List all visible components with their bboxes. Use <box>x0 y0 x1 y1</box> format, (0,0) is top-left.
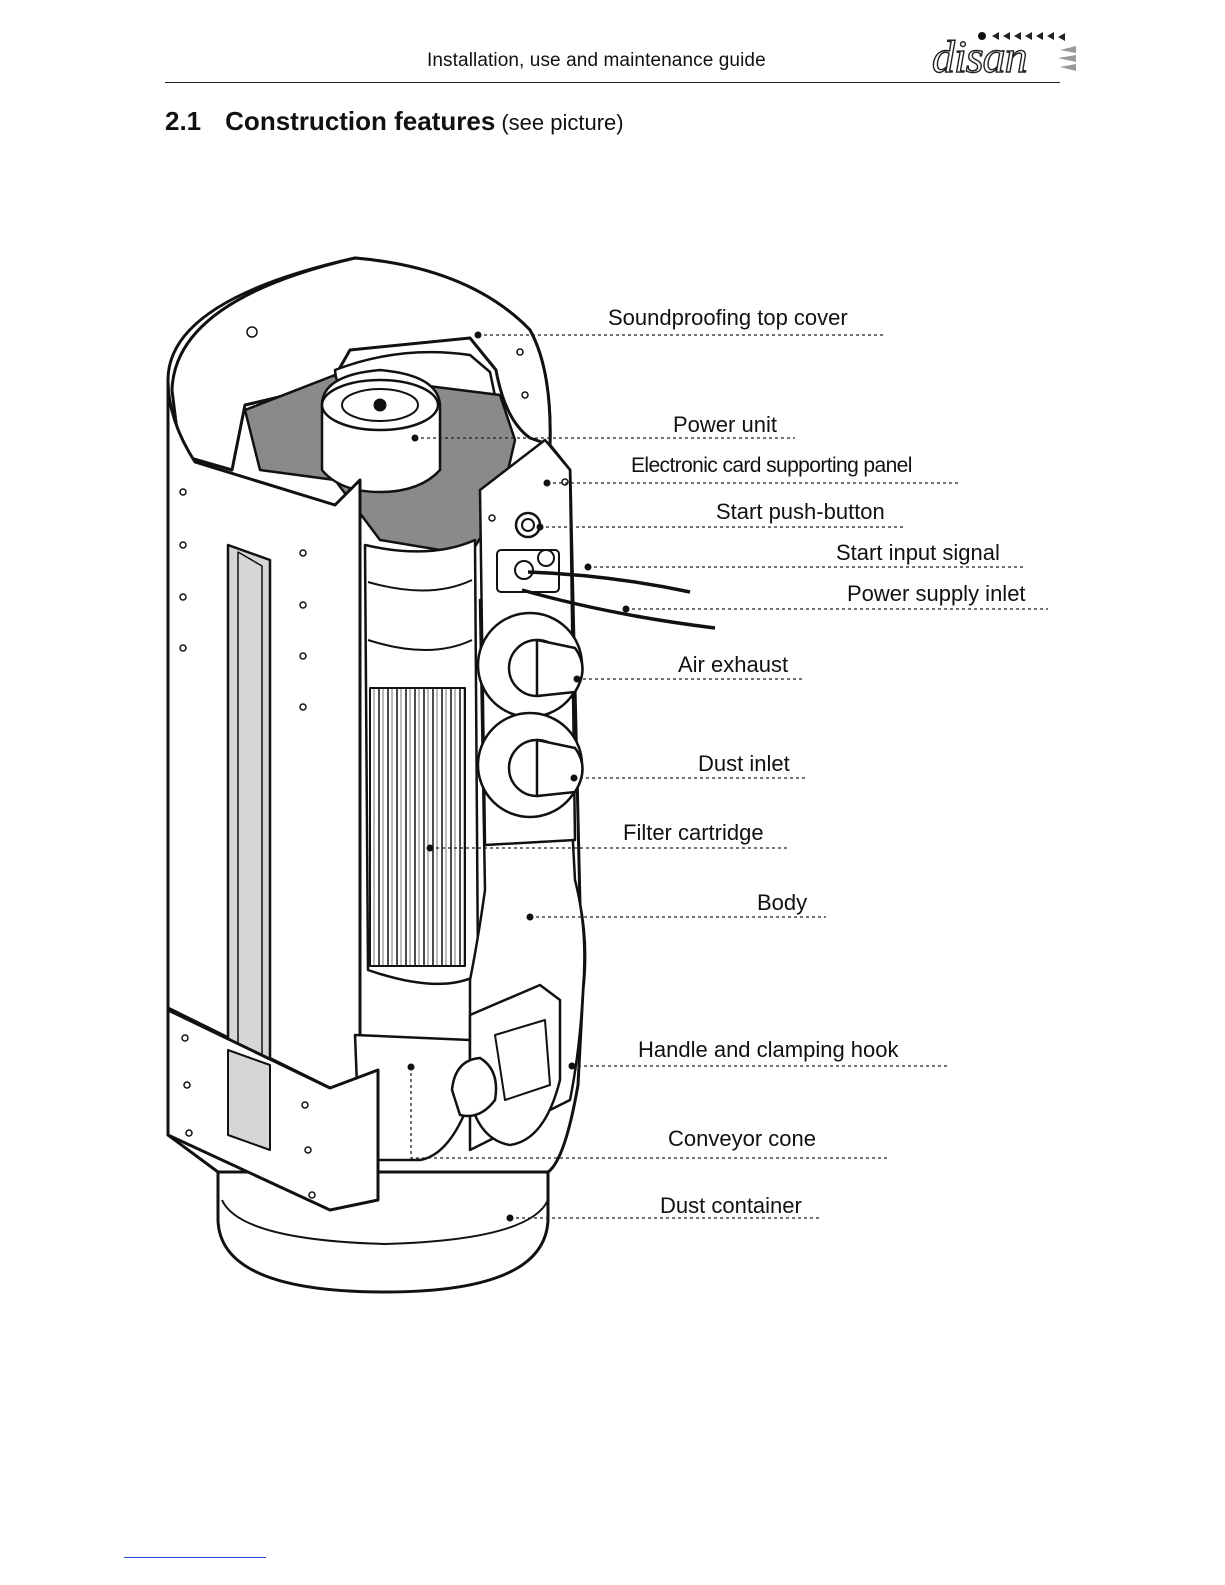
logo-mark-icon <box>978 32 1076 71</box>
label-top-cover: Soundproofing top cover <box>608 305 848 330</box>
label-start-signal: Start input signal <box>836 540 1000 565</box>
label-start-button: Start push-button <box>716 499 885 524</box>
section-title: Construction features <box>225 106 496 136</box>
label-handle-hook: Handle and clamping hook <box>638 1037 899 1062</box>
header-title: Installation, use and maintenance guide <box>427 50 766 71</box>
label-filter-cartridge: Filter cartridge <box>623 820 764 845</box>
label-dust-inlet: Dust inlet <box>698 751 790 776</box>
logo-text: disan <box>931 31 1028 82</box>
label-conveyor-cone: Conveyor cone <box>668 1126 816 1151</box>
label-electronic-panel: Electronic card supporting panel <box>631 454 912 477</box>
section-number: 2.1 <box>165 106 202 136</box>
section-note: (see picture) <box>501 110 624 135</box>
label-air-exhaust: Air exhaust <box>678 652 789 677</box>
label-dust-container: Dust container <box>660 1193 802 1218</box>
footer-link-underline <box>124 1557 266 1558</box>
header-divider <box>165 82 1060 83</box>
section-heading: 2.1 Construction features(see picture) <box>165 106 624 137</box>
label-power-unit: Power unit <box>673 412 777 437</box>
disan-logo: disan <box>931 28 1082 82</box>
label-body: Body <box>757 890 808 915</box>
label-power-inlet: Power supply inlet <box>847 581 1026 606</box>
